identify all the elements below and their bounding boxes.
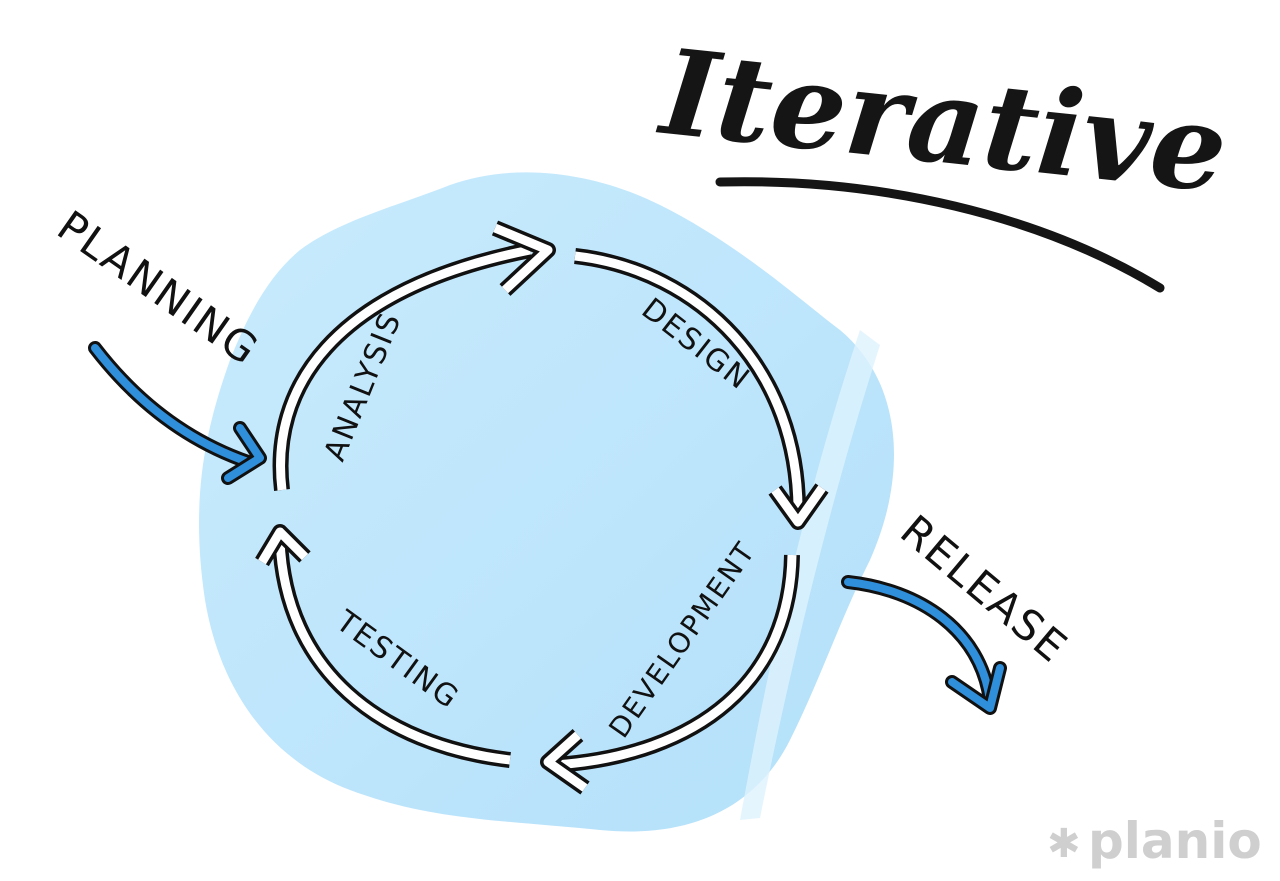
cycle-arrows: [255, 220, 829, 795]
logo-symbol: ✱: [1047, 821, 1081, 867]
label-planning: PLANNING: [49, 201, 268, 375]
planio-logo: ✱ planio: [1047, 812, 1262, 870]
title-underline: [715, 177, 1165, 293]
background-blob: [199, 172, 894, 832]
exit-arrow: [841, 575, 1007, 715]
label-release: RELEASE: [891, 505, 1077, 672]
blob-highlight-streak: [740, 330, 880, 820]
entry-arrow: [88, 341, 267, 485]
diagram-title: Iterative: [652, 22, 1233, 220]
logo-wordmark: planio: [1088, 812, 1262, 870]
